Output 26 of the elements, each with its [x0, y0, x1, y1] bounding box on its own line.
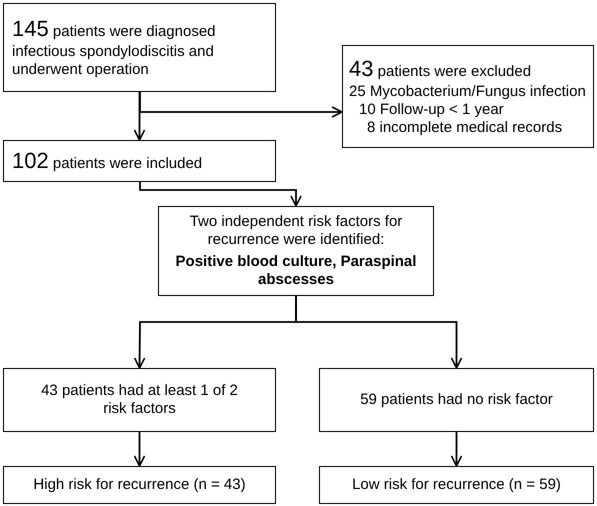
arrow [450, 432, 462, 467]
flow-box [3, 368, 276, 432]
box-text: 25 Mycobacterium/Fungus infection [349, 82, 587, 101]
box-text: High risk for recurrence (n = 43) [32, 476, 247, 494]
box-text: 43 patients were excluded [349, 56, 532, 83]
flow-box [319, 368, 594, 432]
flow-box [3, 140, 276, 182]
arrow [134, 432, 146, 467]
box-text: 10 Follow-up < 1 year [358, 100, 505, 119]
box-text: 8 incomplete medical records [366, 118, 564, 137]
arrow [134, 92, 146, 141]
arrow [139, 92, 343, 118]
box-text: 59 patients had no risk factor [359, 391, 554, 409]
arrow [139, 182, 302, 207]
flow-box [319, 466, 594, 504]
flow-box [3, 466, 276, 504]
box-text: Two independent risk factors for recurrence were identified: [188, 213, 404, 249]
arrow [295, 296, 462, 369]
flow-box [3, 3, 276, 92]
box-text: 102 patients were included [12, 148, 204, 174]
box-text: Positive blood culture, Paraspinal abscesses [174, 253, 418, 289]
box-text: 145 patients were diagnosed infectious spondylodiscitis and underwent operation [12, 16, 216, 79]
flow-box [342, 45, 594, 148]
box-text: 43 patients had at least 1 of 2 risk factors [40, 382, 239, 418]
flow-box [158, 206, 434, 296]
box-text: Low risk for recurrence (n = 59) [351, 476, 562, 494]
